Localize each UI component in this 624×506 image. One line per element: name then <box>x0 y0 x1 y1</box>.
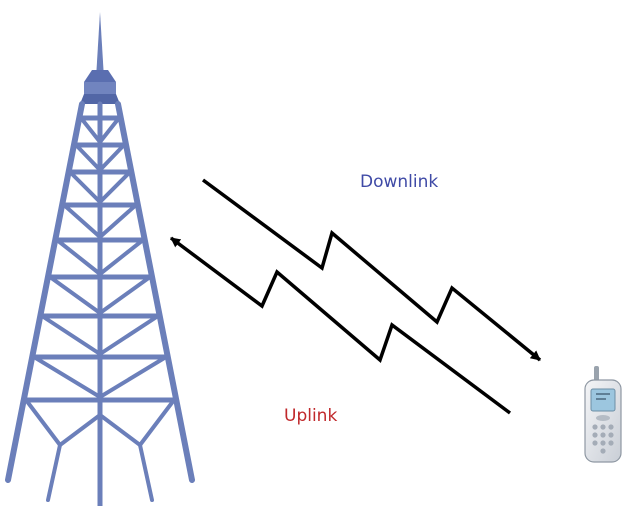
uplink-label: Uplink <box>284 406 338 426</box>
downlink-arrow <box>201 178 542 362</box>
downlink-label: Downlink <box>360 172 439 192</box>
cell-tower-icon <box>5 12 195 506</box>
uplink-arrow <box>169 236 512 415</box>
mobile-phone-icon <box>584 366 622 463</box>
